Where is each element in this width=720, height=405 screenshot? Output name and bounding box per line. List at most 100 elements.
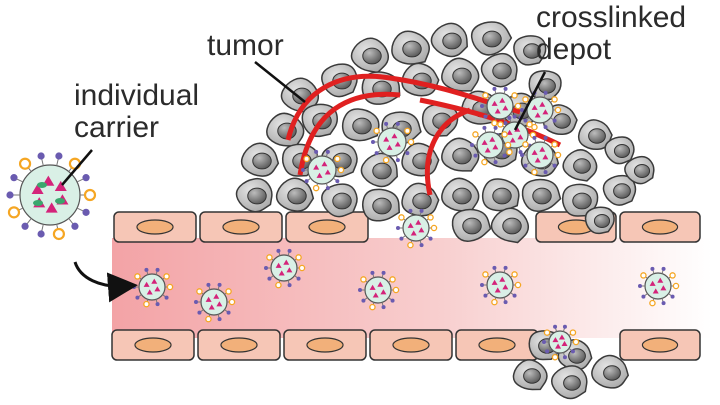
drug-payload [208,304,215,310]
drug-payload [410,230,417,236]
targeting-ligand [511,271,518,278]
endothelial-nucleus [392,337,430,353]
targeting-ligand [205,315,212,323]
targeting-ligand [373,127,380,135]
surface-ligand [512,114,517,119]
surface-ligand [304,179,309,184]
nanocarrier [132,267,174,308]
tumor-cell-nucleus [502,217,522,235]
vessel-lumen [112,238,712,338]
surface-ligand [206,282,211,287]
tumor-cell [490,207,530,244]
tumor-cell [321,183,358,218]
drug-payload [652,288,659,294]
targeting-ligand [491,119,498,127]
surface-ligand [361,298,366,303]
tumor-cell-nucleus [352,117,372,135]
surface-ligand [523,163,528,168]
targeting-ligand [404,127,411,135]
carrier-core [526,141,554,169]
endothelial-nucleus [306,337,344,353]
endothelial-cell [619,329,701,361]
tumor-cell [602,174,637,206]
drug-payload [534,112,541,118]
drug-payload [143,281,150,287]
drug-payload [151,278,158,284]
drug-payload [489,136,496,142]
targeting-ligand [522,96,529,103]
tumor-cell [341,108,380,142]
surface-ligand [71,222,79,230]
drug-payload [649,280,656,286]
surface-ligand [396,226,400,230]
surface-ligand [520,153,524,157]
surface-ligand [493,125,498,130]
surface-ligand [395,121,400,126]
tumor-cell-nucleus [287,187,307,205]
nanocarrier [194,282,236,323]
drug-payload [499,276,506,282]
carrier-core [138,273,166,301]
targeting-ligand [166,283,174,291]
targeting-ligand [312,184,320,192]
surface-ligand [562,324,567,329]
targeting-ligand [382,156,390,164]
surface-ligand [276,248,281,253]
nanocarrier [638,266,680,307]
cargo-particle [37,182,47,188]
targeting-ligand [511,92,518,99]
targeting-ligand [514,281,522,289]
tumor-cell [562,149,598,182]
nanocarriers [6,86,680,361]
targeting-ligand [18,157,32,170]
surface-ligand [197,310,202,315]
tumor-cell [624,155,655,185]
endothelial-cell [199,211,283,243]
targeting-ligand [427,214,434,221]
nanocarrier [542,324,580,361]
surface-ligand [155,267,160,272]
drug-payload [380,289,387,295]
surface-ligand [144,267,149,272]
surface-ligand [301,168,305,172]
carrier-core [402,214,430,242]
tumor-cell [584,206,615,235]
tumor-cell-nucleus [523,43,541,59]
targeting-ligand [497,121,504,128]
individual-carrier-label-line2: carrier [74,111,160,144]
tumor-cell [441,177,480,212]
tumor-cell-nucleus [402,40,422,58]
surface-ligand [503,265,508,270]
targeting-ligand [501,131,508,138]
carrier-core [548,330,572,354]
surface-ligand [553,324,558,329]
targeting-ligand [52,227,66,241]
surface-ligand [10,174,18,182]
nanocarrier [6,152,97,241]
tumor-cell-nucleus [332,192,352,210]
drug-payload [491,279,498,285]
tumor-cell-nucleus [362,47,382,65]
surface-ligand [371,140,375,144]
surface-ligand [264,266,268,270]
surface-ligand [503,86,508,91]
surface-ligand [543,125,548,130]
surface-ligand [381,270,386,275]
surface-ligand [217,282,222,287]
drug-payload [558,334,565,340]
drug-payload [561,340,568,347]
targeting-ligand [266,254,273,261]
tumor-cell-nucleus [452,67,472,85]
targeting-ligand [303,155,310,163]
targeting-ligand [430,224,438,232]
surface-ligand [507,115,512,120]
tumor-cell [512,359,548,391]
drug-payload [313,164,320,170]
drug-payload [481,139,488,145]
surface-ligand [638,284,642,288]
drug-payload [502,284,509,290]
drug-payload [502,105,509,111]
targeting-ligand [514,102,522,110]
surface-ligand [37,230,45,238]
